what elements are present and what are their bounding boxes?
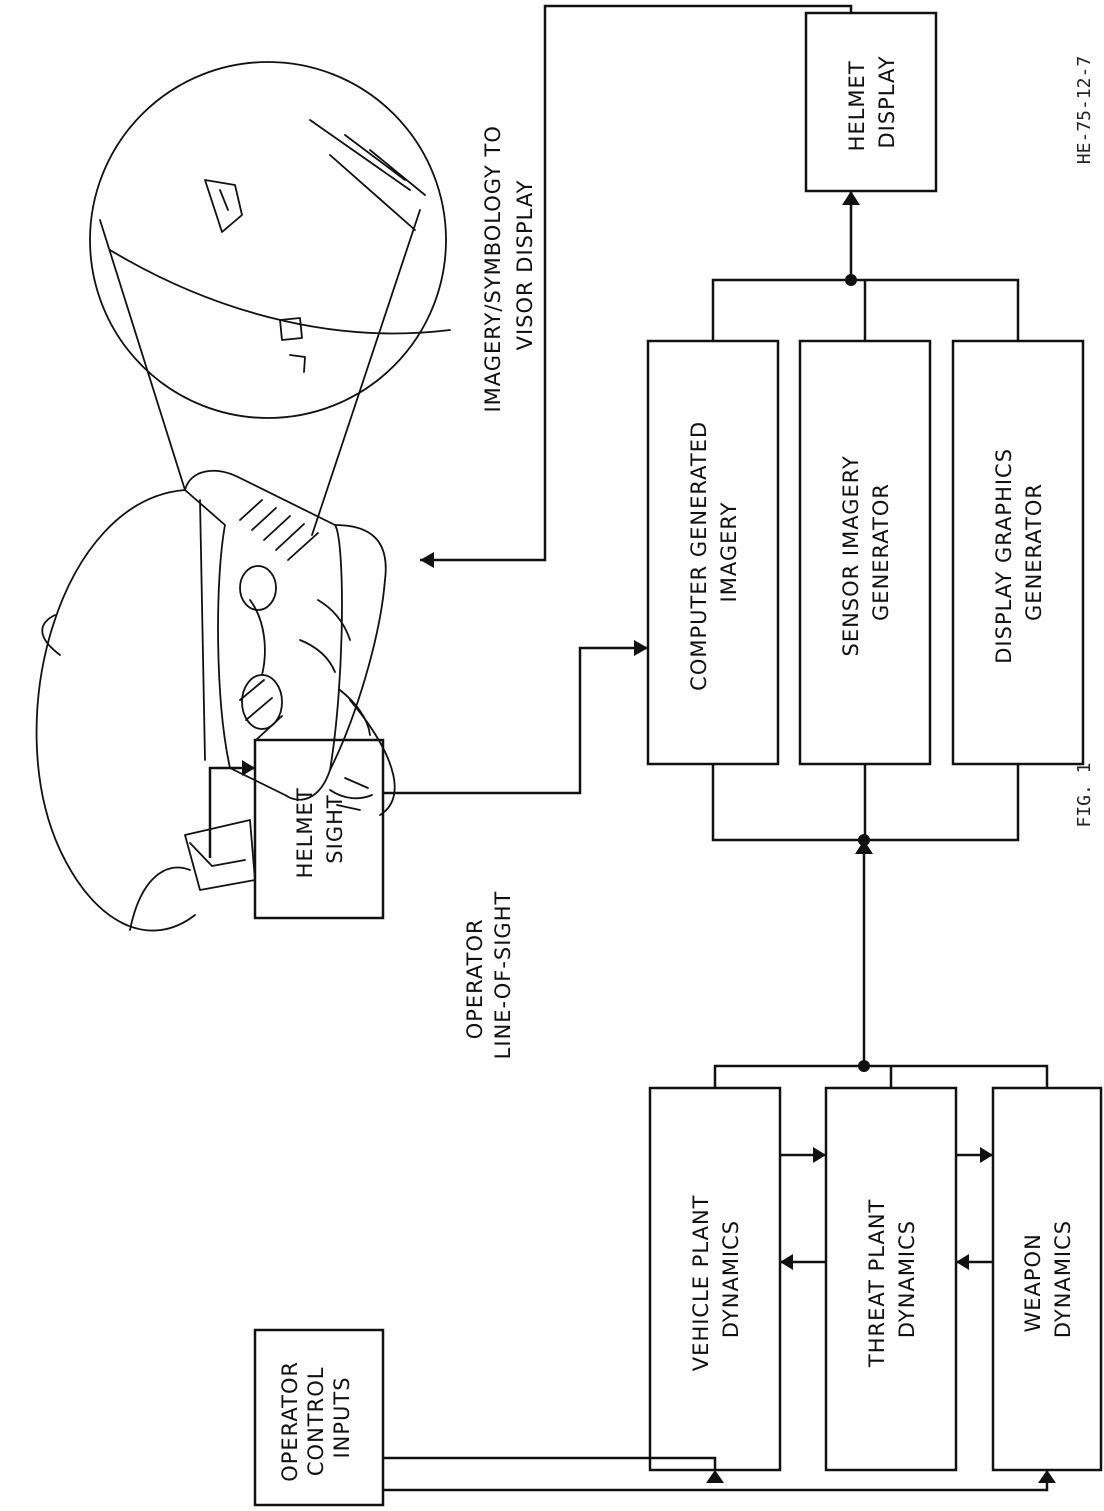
arrow-vehicle-to-threat bbox=[813, 1147, 826, 1163]
display-graphics-generator-line-2: GENERATOR bbox=[1022, 483, 1046, 621]
line-display-to-visor bbox=[420, 4, 853, 562]
operator-control-inputs-block: OPERATOR CONTROL INPUTS bbox=[253, 1328, 385, 1507]
svg-text:COMPUTER GENERATED IMAGE: COMPUTER GENERATED IMAGERY bbox=[687, 413, 741, 691]
junction-dynamics bbox=[858, 1060, 870, 1072]
svg-text:WEAPON DYNAMICS: WEAPON DYNAMICS bbox=[1021, 1220, 1075, 1338]
pilot-helmet-illustration bbox=[35, 61, 451, 932]
vehicle-plant-dynamics-line-1: VEHICLE PLANT bbox=[689, 1195, 713, 1372]
visor-hatching bbox=[239, 499, 319, 741]
computer-generated-imagery-line-1: COMPUTER GENERATED bbox=[687, 421, 711, 691]
helmet-brim bbox=[129, 866, 191, 931]
helmet-sight-line-2: SIGHT bbox=[323, 794, 347, 863]
arrow-threat-to-vehicle bbox=[780, 1254, 793, 1270]
helmet-sight-block: HELMET SIGHT bbox=[253, 738, 385, 920]
sensor-imagery-generator-block: SENSOR IMAGERY GENERATOR bbox=[798, 339, 932, 766]
operator-control-inputs-line-3: INPUTS bbox=[330, 1376, 354, 1458]
figure-caption: FIG. 1 bbox=[1074, 762, 1095, 827]
svg-text:HELMET DISPLAY: HELMET DISPLAY bbox=[845, 53, 899, 152]
vehicle-plant-dynamics-line-2: DYNAMICS bbox=[719, 1220, 743, 1338]
svg-text:HELMET SIGHT: HELMET SIGHT bbox=[293, 780, 347, 879]
helmet-sight-line-1: HELMET bbox=[293, 787, 317, 878]
helmet-display-line-2: DISPLAY bbox=[875, 55, 899, 148]
arrow-into-helmet-display bbox=[842, 191, 860, 205]
imagery-to-visor-label: IMAGERY/SYMBOLOGY TO VISOR DISPLAY bbox=[481, 117, 537, 412]
line-helmet-to-sight bbox=[208, 766, 255, 858]
arrow-into-cgi bbox=[634, 640, 648, 656]
sensor-imagery-generator-line-1: SENSOR IMAGERY bbox=[839, 455, 863, 656]
goggle-right-eye bbox=[239, 565, 277, 611]
horizon-line bbox=[109, 249, 451, 335]
operator-line-of-sight-label: OPERATOR LINE-OF-SIGHT bbox=[463, 891, 515, 1060]
arrow-threat-to-weapon bbox=[980, 1147, 993, 1163]
threat-plant-dynamics-block: THREAT PLANT DYNAMICS bbox=[824, 1086, 958, 1472]
svg-text:OPERATOR CONTROL I: OPERATOR CONTROL INPUTS bbox=[278, 1353, 354, 1482]
face-outline bbox=[329, 524, 387, 771]
arrowheads bbox=[242, 191, 1056, 1483]
visor-view-circle bbox=[89, 61, 447, 419]
projection-cone-lower-edge bbox=[311, 209, 421, 536]
svg-text:SENSOR IMAGERY GENERATOR: SENSOR IMAGERY GENERATOR bbox=[839, 447, 893, 656]
weapon-dynamics-line-2: DYNAMICS bbox=[1051, 1220, 1075, 1338]
visor-edge bbox=[199, 499, 206, 761]
helmet-sight-device bbox=[184, 819, 256, 891]
arrow-into-helmet-sight bbox=[242, 760, 255, 776]
weapon-dynamics-line-1: WEAPON bbox=[1021, 1233, 1045, 1332]
figure-code: HE-75-12-7 bbox=[1074, 56, 1095, 164]
goggle-left-eye bbox=[241, 674, 283, 730]
line-inputs-to-vehicle bbox=[383, 1456, 717, 1470]
arrow-into-generators-bus bbox=[855, 840, 873, 854]
helmet-ridge bbox=[41, 614, 61, 656]
computer-generated-imagery-line-2: IMAGERY bbox=[717, 502, 741, 603]
arrow-weapon-to-threat bbox=[956, 1254, 969, 1270]
operator-control-inputs-line-1: OPERATOR bbox=[278, 1361, 302, 1482]
line-sight-to-cgi bbox=[383, 646, 648, 795]
helmet-shell bbox=[35, 489, 196, 932]
junction-dots bbox=[845, 274, 870, 1072]
svg-text:DISPLAY GRAPHICS GENERAT: DISPLAY GRAPHICS GENERATOR bbox=[992, 440, 1046, 664]
collar-hatching bbox=[329, 777, 373, 811]
aircraft-symbol bbox=[204, 179, 243, 233]
svg-text:VEHICLE PLANT DYNAMICS: VEHICLE PLANT DYNAMICS bbox=[689, 1187, 743, 1371]
junction-generators-bottom bbox=[858, 834, 870, 846]
helmet-display-block: HELMET DISPLAY bbox=[804, 11, 938, 193]
arrow-into-weapon bbox=[1038, 1470, 1056, 1483]
display-graphics-generator-block: DISPLAY GRAPHICS GENERATOR bbox=[951, 339, 1085, 766]
terrain-lines bbox=[309, 119, 426, 231]
helmet-display-line-1: HELMET bbox=[845, 60, 869, 151]
computer-generated-imagery-block: COMPUTER GENERATED IMAGERY bbox=[646, 339, 780, 766]
weapon-dynamics-block: WEAPON DYNAMICS bbox=[991, 1086, 1103, 1472]
helmet-sight-device-face bbox=[189, 842, 246, 867]
threat-plant-dynamics-line-2: DYNAMICS bbox=[895, 1220, 919, 1338]
vehicle-plant-dynamics-block: VEHICLE PLANT DYNAMICS bbox=[648, 1086, 782, 1472]
face-features bbox=[299, 599, 371, 736]
threat-plant-dynamics-line-1: THREAT PLANT bbox=[865, 1199, 889, 1368]
target-symbol bbox=[279, 317, 306, 373]
arrow-into-visor bbox=[420, 552, 434, 568]
projection-cone-upper-edge bbox=[99, 219, 186, 491]
line-dynamics-bus bbox=[713, 1064, 1049, 1088]
junction-generators-top bbox=[845, 274, 857, 286]
arrow-into-vehicle bbox=[706, 1470, 724, 1483]
svg-text:THREAT PLANT DYNAMICS: THREAT PLANT DYNAMICS bbox=[865, 1191, 919, 1368]
chin bbox=[349, 699, 396, 816]
operator-control-inputs-line-2: CONTROL bbox=[304, 1367, 328, 1477]
display-graphics-generator-line-1: DISPLAY GRAPHICS bbox=[992, 448, 1016, 664]
sensor-imagery-generator-line-2: GENERATOR bbox=[869, 483, 893, 621]
goggle-bridge bbox=[249, 599, 266, 676]
